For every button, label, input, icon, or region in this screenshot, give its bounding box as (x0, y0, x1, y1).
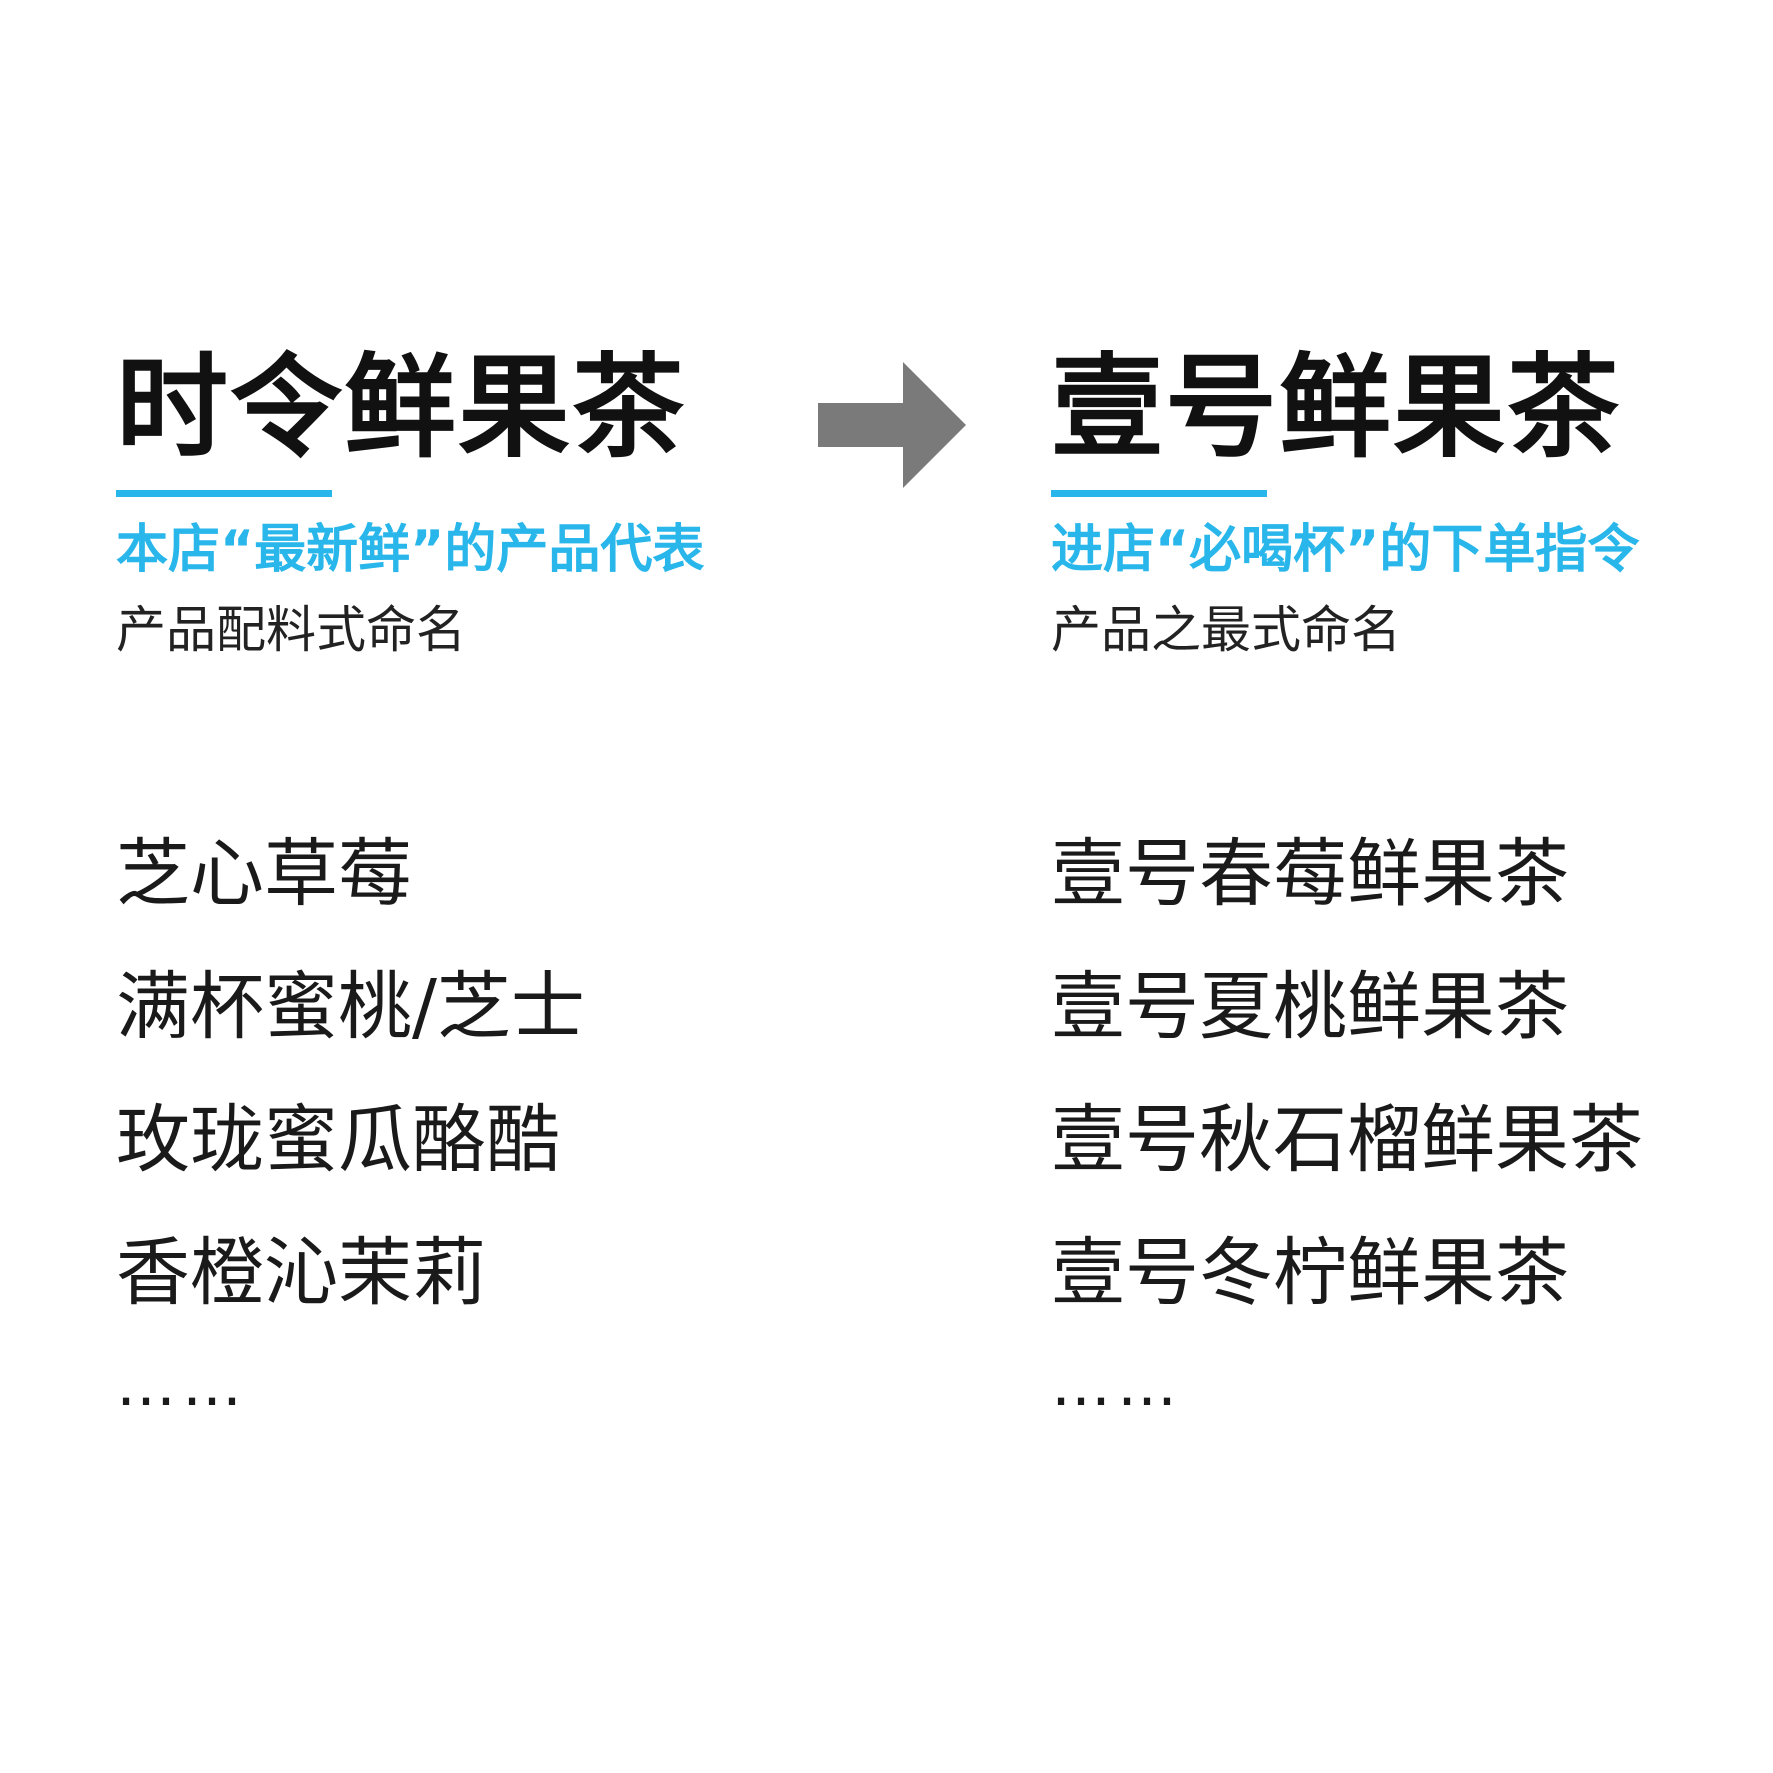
left-product-item: 玫珑蜜瓜酪酷 (116, 1097, 560, 1183)
left-product-item: 满杯蜜桃/芝士 (116, 964, 585, 1050)
arrow-right-shape (818, 362, 966, 488)
right-title-underline (1051, 490, 1267, 497)
left-naming-style: 产品配料式命名 (116, 601, 466, 659)
right-product-item: 壹号春莓鲜果茶 (1051, 831, 1569, 917)
right-product-list: 壹号春莓鲜果茶 壹号夏桃鲜果茶 壹号秋石榴鲜果茶 壹号冬柠鲜果茶 (1051, 808, 1643, 1340)
left-product-list: 芝心草莓 满杯蜜桃/芝士 玫珑蜜瓜酪酷 香橙沁茉莉 (116, 808, 585, 1340)
left-tagline: 本店“最新鲜”的产品代表 (116, 520, 705, 580)
right-product-item: 壹号秋石榴鲜果茶 (1051, 1097, 1643, 1183)
right-title: 壹号鲜果茶 (1051, 343, 1621, 473)
arrow-right-icon (818, 362, 966, 488)
right-tagline: 进店“必喝杯”的下单指令 (1051, 520, 1640, 580)
left-title-underline (116, 490, 332, 497)
left-ellipsis: …… (116, 1350, 248, 1420)
left-product-item: 香橙沁茉莉 (116, 1230, 486, 1316)
right-product-item: 壹号夏桃鲜果茶 (1051, 964, 1569, 1050)
left-product-item: 芝心草莓 (116, 831, 412, 917)
right-product-item: 壹号冬柠鲜果茶 (1051, 1230, 1569, 1316)
left-title: 时令鲜果茶 (116, 343, 686, 473)
right-naming-style: 产品之最式命名 (1051, 601, 1401, 659)
right-ellipsis: …… (1051, 1350, 1183, 1420)
